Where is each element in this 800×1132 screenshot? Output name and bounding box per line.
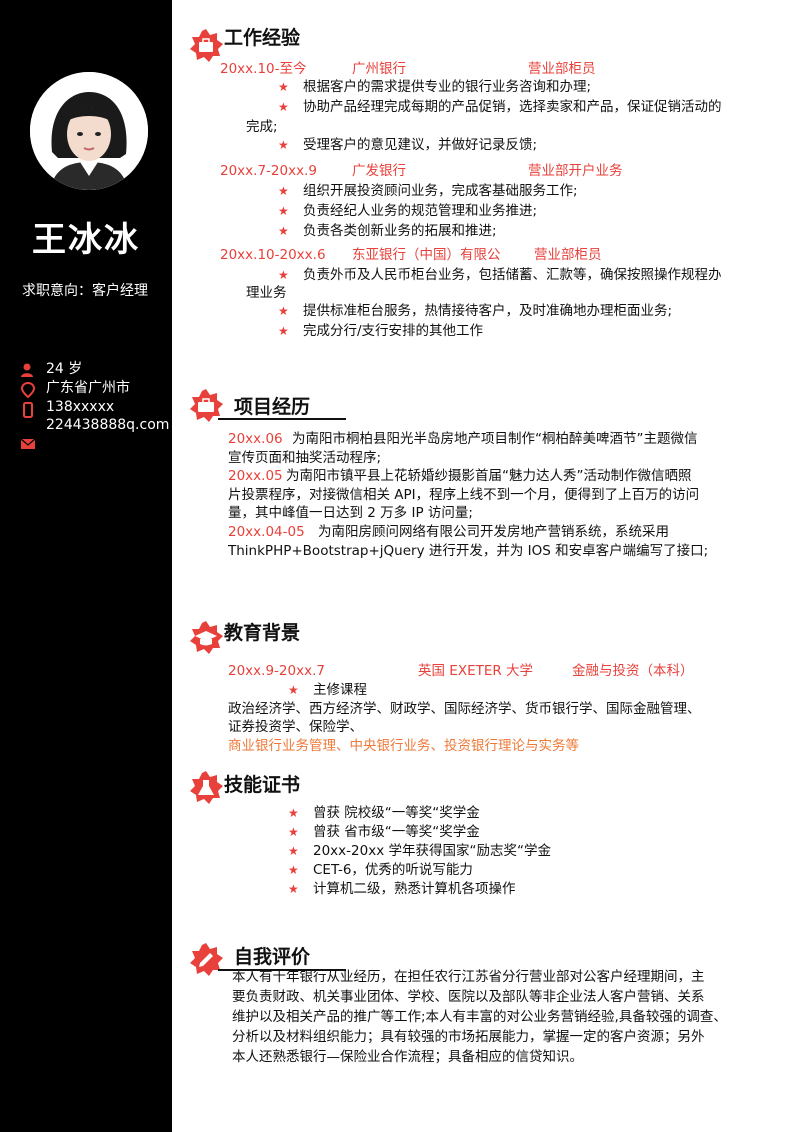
star-icon: ★ [278, 268, 289, 282]
edu-major: 金融与投资（本科） [572, 663, 694, 679]
project-text: 为南阳市镇平县上花轿婚纱摄影首届“魅力达人秀”活动制作微信晒照 [286, 468, 692, 484]
job-item: 负责经纪人业务的规范管理和业务推进; [303, 203, 538, 219]
job-period: 20xx.10-20xx.6 [220, 247, 326, 263]
skills-title: 技能证书 [224, 774, 301, 796]
star-icon: ★ [278, 184, 289, 198]
job-period: 20xx.7-20xx.9 [220, 163, 317, 179]
self-text: 要负责财政、机关事业团体、学校、医院以及部队等非企业法人客户营销、关系 [232, 989, 705, 1005]
avatar [30, 72, 148, 190]
courses-text: 证券投资学、保险学、 [228, 719, 363, 735]
pencil-icon [190, 943, 223, 976]
project-text: 为南阳房顾问网络有限公司开发房地产营销系统，系统采用 [318, 524, 669, 540]
job-item: 负责各类创新业务的拓展和推进; [303, 223, 497, 239]
toolbox-icon [190, 389, 223, 422]
star-icon: ★ [278, 204, 289, 218]
graduation-cap-icon [190, 621, 223, 654]
star-icon: ★ [278, 80, 289, 94]
star-icon: ★ [278, 304, 289, 318]
education-title: 教育背景 [224, 622, 301, 644]
job-item: 根据客户的需求提供专业的银行业务咨询和办理; [303, 79, 592, 95]
star-icon: ★ [288, 806, 299, 820]
star-icon: ★ [278, 100, 289, 114]
projects-title: 项目经历 [234, 396, 311, 418]
courses-label: 主修课程 [313, 682, 367, 698]
edu-school: 英国 EXETER 大学 [418, 663, 534, 679]
courses-highlight: 商业银行业务管理、中央银行业务、投资银行理论与实务等 [228, 738, 579, 754]
email: 224438888q.com [46, 417, 170, 433]
job-role: 营业部开户业务 [528, 163, 623, 179]
job-intent: 求职意向：客户经理 [22, 283, 148, 299]
self-underline [218, 969, 346, 971]
edu-period: 20xx.9-20xx.7 [228, 663, 325, 679]
job-company: 广州银行 [352, 61, 406, 77]
phone: 138xxxxx [46, 399, 115, 415]
project-date: 20xx.05 [228, 468, 283, 484]
self-text: 分析以及材料组织能力；具有较强的市场拓展能力，掌握一定的客户资源；另外 [232, 1029, 705, 1045]
skill-item: 计算机二级，熟悉计算机各项操作 [313, 881, 516, 897]
star-icon: ★ [288, 863, 299, 877]
skill-item: 曾获 院校级“一等奖“奖学金 [313, 805, 480, 821]
project-text: 为南阳市桐柏县阳光半岛房地产项目制作“桐柏醉美啤酒节”主题微信 [292, 431, 698, 447]
job-role: 营业部柜员 [528, 61, 596, 77]
job-item: 负责外币及人民币柜台业务，包括储蓄、汇款等，确保按照操作规程办 [303, 267, 722, 283]
star-icon: ★ [288, 683, 299, 697]
job-item: 完成分行/支行安排的其他工作 [303, 323, 484, 339]
star-icon: ★ [278, 324, 289, 338]
project-text: 片投票程序，对接微信相关 API，程序上线不到一个月，便得到了上百万的访问 [228, 487, 700, 503]
project-text: 量，其中峰值一日达到 2 万多 IP 访问量; [228, 505, 473, 521]
candidate-name: 王冰冰 [32, 220, 140, 260]
project-date: 20xx.06 [228, 431, 283, 447]
self-text: 本人有十年银行从业经历，在担任农行江苏省分行营业部对公客户经理期间，主 [232, 969, 705, 985]
star-icon: ★ [288, 882, 299, 896]
courses-text: 政治经济学、西方经济学、财政学、国际经济学、货币银行学、国际金融管理、 [228, 701, 701, 717]
project-text: 宣传页面和抽奖活动程序; [228, 450, 382, 466]
work-title: 工作经验 [224, 27, 301, 49]
project-date: 20xx.04-05 [228, 524, 305, 540]
self-text: 维护以及相关产品的推广等工作;本人有丰富的对公业务营销经验,具备较强的调查、 [232, 1009, 727, 1025]
job-role: 营业部柜员 [534, 247, 602, 263]
projects-underline [218, 418, 346, 420]
location: 广东省广州市 [46, 380, 130, 396]
skill-item: 20xx-20xx 学年获得国家“励志奖“学金 [313, 843, 551, 859]
job-item: 组织开展投资顾问业务，完成客基础服务工作; [303, 183, 578, 199]
star-icon: ★ [288, 825, 299, 839]
job-item: 受理客户的意见建议，并做好记录反馈; [303, 137, 538, 153]
self-text: 本人还熟悉银行—保险业合作流程；具备相应的信贷知识。 [232, 1049, 583, 1065]
avatar-portrait [30, 72, 148, 190]
job-item: 提供标准柜台服务，热情接待客户，及时准确地办理柜面业务; [303, 303, 673, 319]
self-title: 自我评价 [234, 946, 311, 968]
job-period: 20xx.10-至今 [220, 61, 307, 77]
job-company: 东亚银行（中国）有限公 [352, 247, 501, 263]
age: 24 岁 [46, 361, 83, 377]
star-icon: ★ [278, 224, 289, 238]
skill-item: CET-6，优秀的听说写能力 [313, 862, 473, 878]
sidebar: 王冰冰 求职意向：客户经理 24 岁 广东省广州市 138xxxxx 22443… [0, 0, 172, 1132]
briefcase-icon [190, 29, 223, 62]
skill-item: 曾获 省市级“一等奖“奖学金 [313, 824, 480, 840]
location-icon [20, 382, 36, 398]
star-icon: ★ [288, 844, 299, 858]
job-item-wrap: 完成; [246, 119, 278, 135]
star-icon: ★ [278, 138, 289, 152]
person-icon [21, 363, 33, 377]
job-item: 协助产品经理完成每期的产品促销，选择卖家和产品，保证促销活动的 [303, 99, 722, 115]
phone-icon [23, 402, 33, 418]
job-item-wrap: 理业务 [246, 285, 287, 301]
flask-icon [190, 771, 223, 804]
project-text: ThinkPHP+Bootstrap+jQuery 进行开发，并为 IOS 和安… [228, 543, 709, 559]
mail-icon [20, 438, 36, 449]
job-company: 广发银行 [352, 163, 406, 179]
